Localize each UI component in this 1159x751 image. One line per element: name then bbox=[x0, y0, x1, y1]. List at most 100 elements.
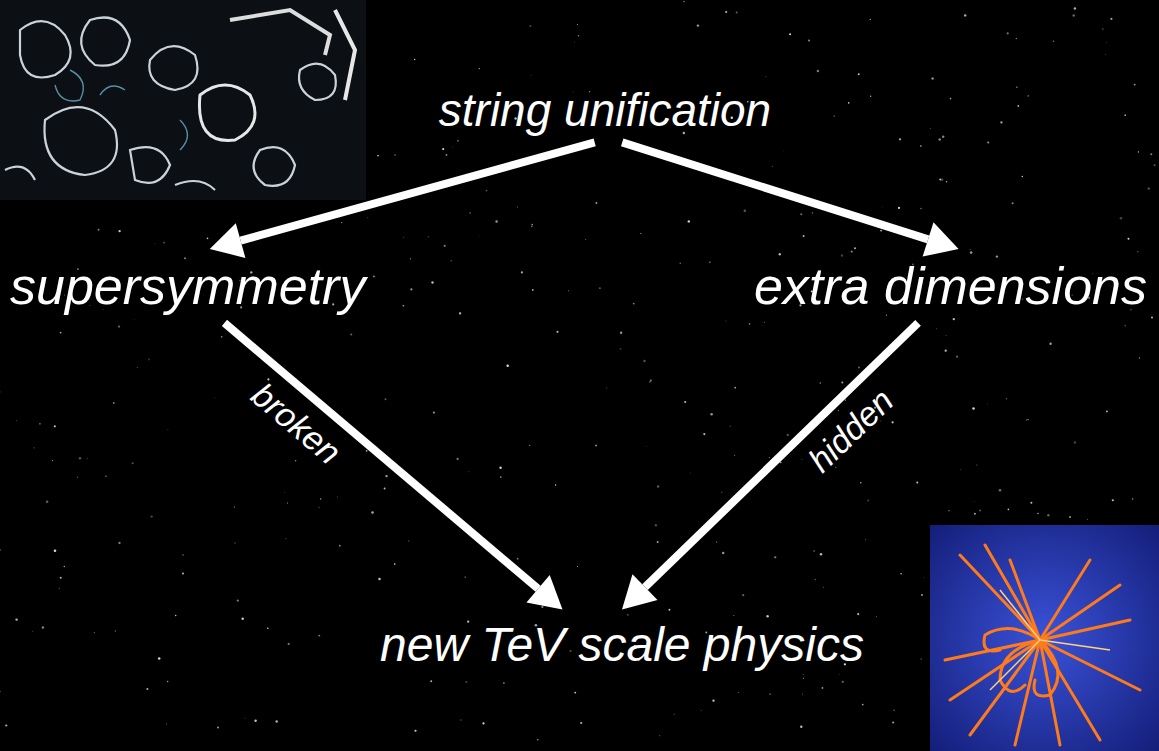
star bbox=[801, 693, 803, 695]
star bbox=[54, 550, 57, 553]
arrow-connector bbox=[210, 139, 596, 258]
star bbox=[870, 96, 871, 97]
star bbox=[893, 709, 895, 711]
star bbox=[802, 674, 803, 675]
star bbox=[578, 35, 580, 37]
star bbox=[841, 254, 843, 256]
star bbox=[1154, 164, 1156, 166]
star bbox=[1012, 202, 1014, 204]
star bbox=[115, 630, 116, 631]
star bbox=[556, 331, 558, 333]
star bbox=[697, 24, 699, 26]
star bbox=[1134, 84, 1136, 86]
arrow-shaft bbox=[222, 320, 541, 592]
star bbox=[531, 226, 533, 228]
star bbox=[680, 263, 681, 264]
star bbox=[529, 445, 530, 446]
star bbox=[900, 573, 902, 575]
star bbox=[146, 688, 148, 690]
star bbox=[822, 687, 824, 689]
star bbox=[606, 387, 607, 388]
star bbox=[1016, 86, 1017, 87]
star bbox=[880, 230, 882, 232]
star bbox=[339, 545, 341, 547]
star bbox=[789, 33, 791, 35]
arrow-shaft bbox=[621, 139, 929, 244]
star bbox=[848, 102, 850, 104]
star bbox=[541, 606, 543, 608]
star bbox=[1138, 151, 1139, 152]
star bbox=[1074, 441, 1076, 443]
star bbox=[808, 39, 810, 41]
star bbox=[838, 674, 840, 676]
star bbox=[295, 460, 296, 461]
star bbox=[403, 305, 405, 307]
star bbox=[529, 25, 531, 27]
star bbox=[1072, 14, 1074, 16]
star bbox=[842, 681, 844, 683]
star bbox=[60, 332, 62, 334]
star bbox=[970, 251, 973, 254]
star bbox=[976, 465, 977, 466]
star bbox=[1000, 121, 1002, 123]
star bbox=[1017, 105, 1019, 107]
star bbox=[118, 326, 120, 328]
star bbox=[783, 150, 785, 152]
star bbox=[1074, 7, 1077, 10]
collision-picture bbox=[930, 525, 1159, 751]
star bbox=[430, 680, 432, 682]
star bbox=[867, 499, 869, 501]
star bbox=[446, 154, 448, 156]
star bbox=[838, 410, 839, 411]
star bbox=[1110, 18, 1112, 20]
star bbox=[532, 289, 534, 291]
star bbox=[465, 681, 467, 683]
star bbox=[555, 484, 556, 485]
star bbox=[580, 722, 582, 724]
star bbox=[468, 471, 470, 473]
star bbox=[769, 457, 770, 458]
string-picture bbox=[0, 0, 366, 200]
star bbox=[530, 74, 532, 76]
star bbox=[0, 549, 1, 551]
concept-text: extra dimensions bbox=[754, 257, 1147, 317]
star bbox=[891, 421, 893, 423]
star bbox=[766, 615, 768, 617]
star bbox=[408, 540, 410, 542]
star bbox=[154, 243, 156, 245]
star bbox=[970, 249, 971, 250]
star bbox=[916, 481, 918, 483]
star bbox=[318, 635, 320, 637]
star bbox=[881, 206, 883, 208]
star bbox=[442, 148, 444, 150]
star bbox=[779, 253, 781, 255]
star bbox=[167, 429, 169, 431]
star bbox=[464, 576, 465, 577]
star bbox=[234, 506, 235, 507]
star bbox=[721, 491, 723, 493]
star bbox=[857, 613, 859, 615]
star bbox=[920, 145, 922, 147]
arrow-head bbox=[622, 574, 658, 609]
star bbox=[655, 524, 657, 526]
star bbox=[1148, 187, 1150, 189]
star bbox=[673, 714, 674, 715]
arrow-head bbox=[210, 223, 246, 258]
star bbox=[403, 236, 405, 238]
star bbox=[820, 553, 823, 556]
star bbox=[650, 380, 652, 382]
star bbox=[1132, 498, 1134, 500]
star bbox=[378, 578, 381, 581]
star bbox=[574, 692, 576, 694]
star bbox=[1006, 398, 1007, 399]
star bbox=[431, 281, 433, 283]
concept-node: supersymmetry bbox=[4, 253, 371, 321]
arrow-shaft bbox=[240, 139, 596, 245]
arrow-connector bbox=[622, 320, 921, 609]
star bbox=[668, 609, 670, 611]
arrow-connector bbox=[621, 139, 959, 257]
star bbox=[182, 554, 183, 555]
star bbox=[450, 260, 452, 262]
star bbox=[1105, 54, 1106, 55]
star bbox=[1139, 357, 1140, 358]
